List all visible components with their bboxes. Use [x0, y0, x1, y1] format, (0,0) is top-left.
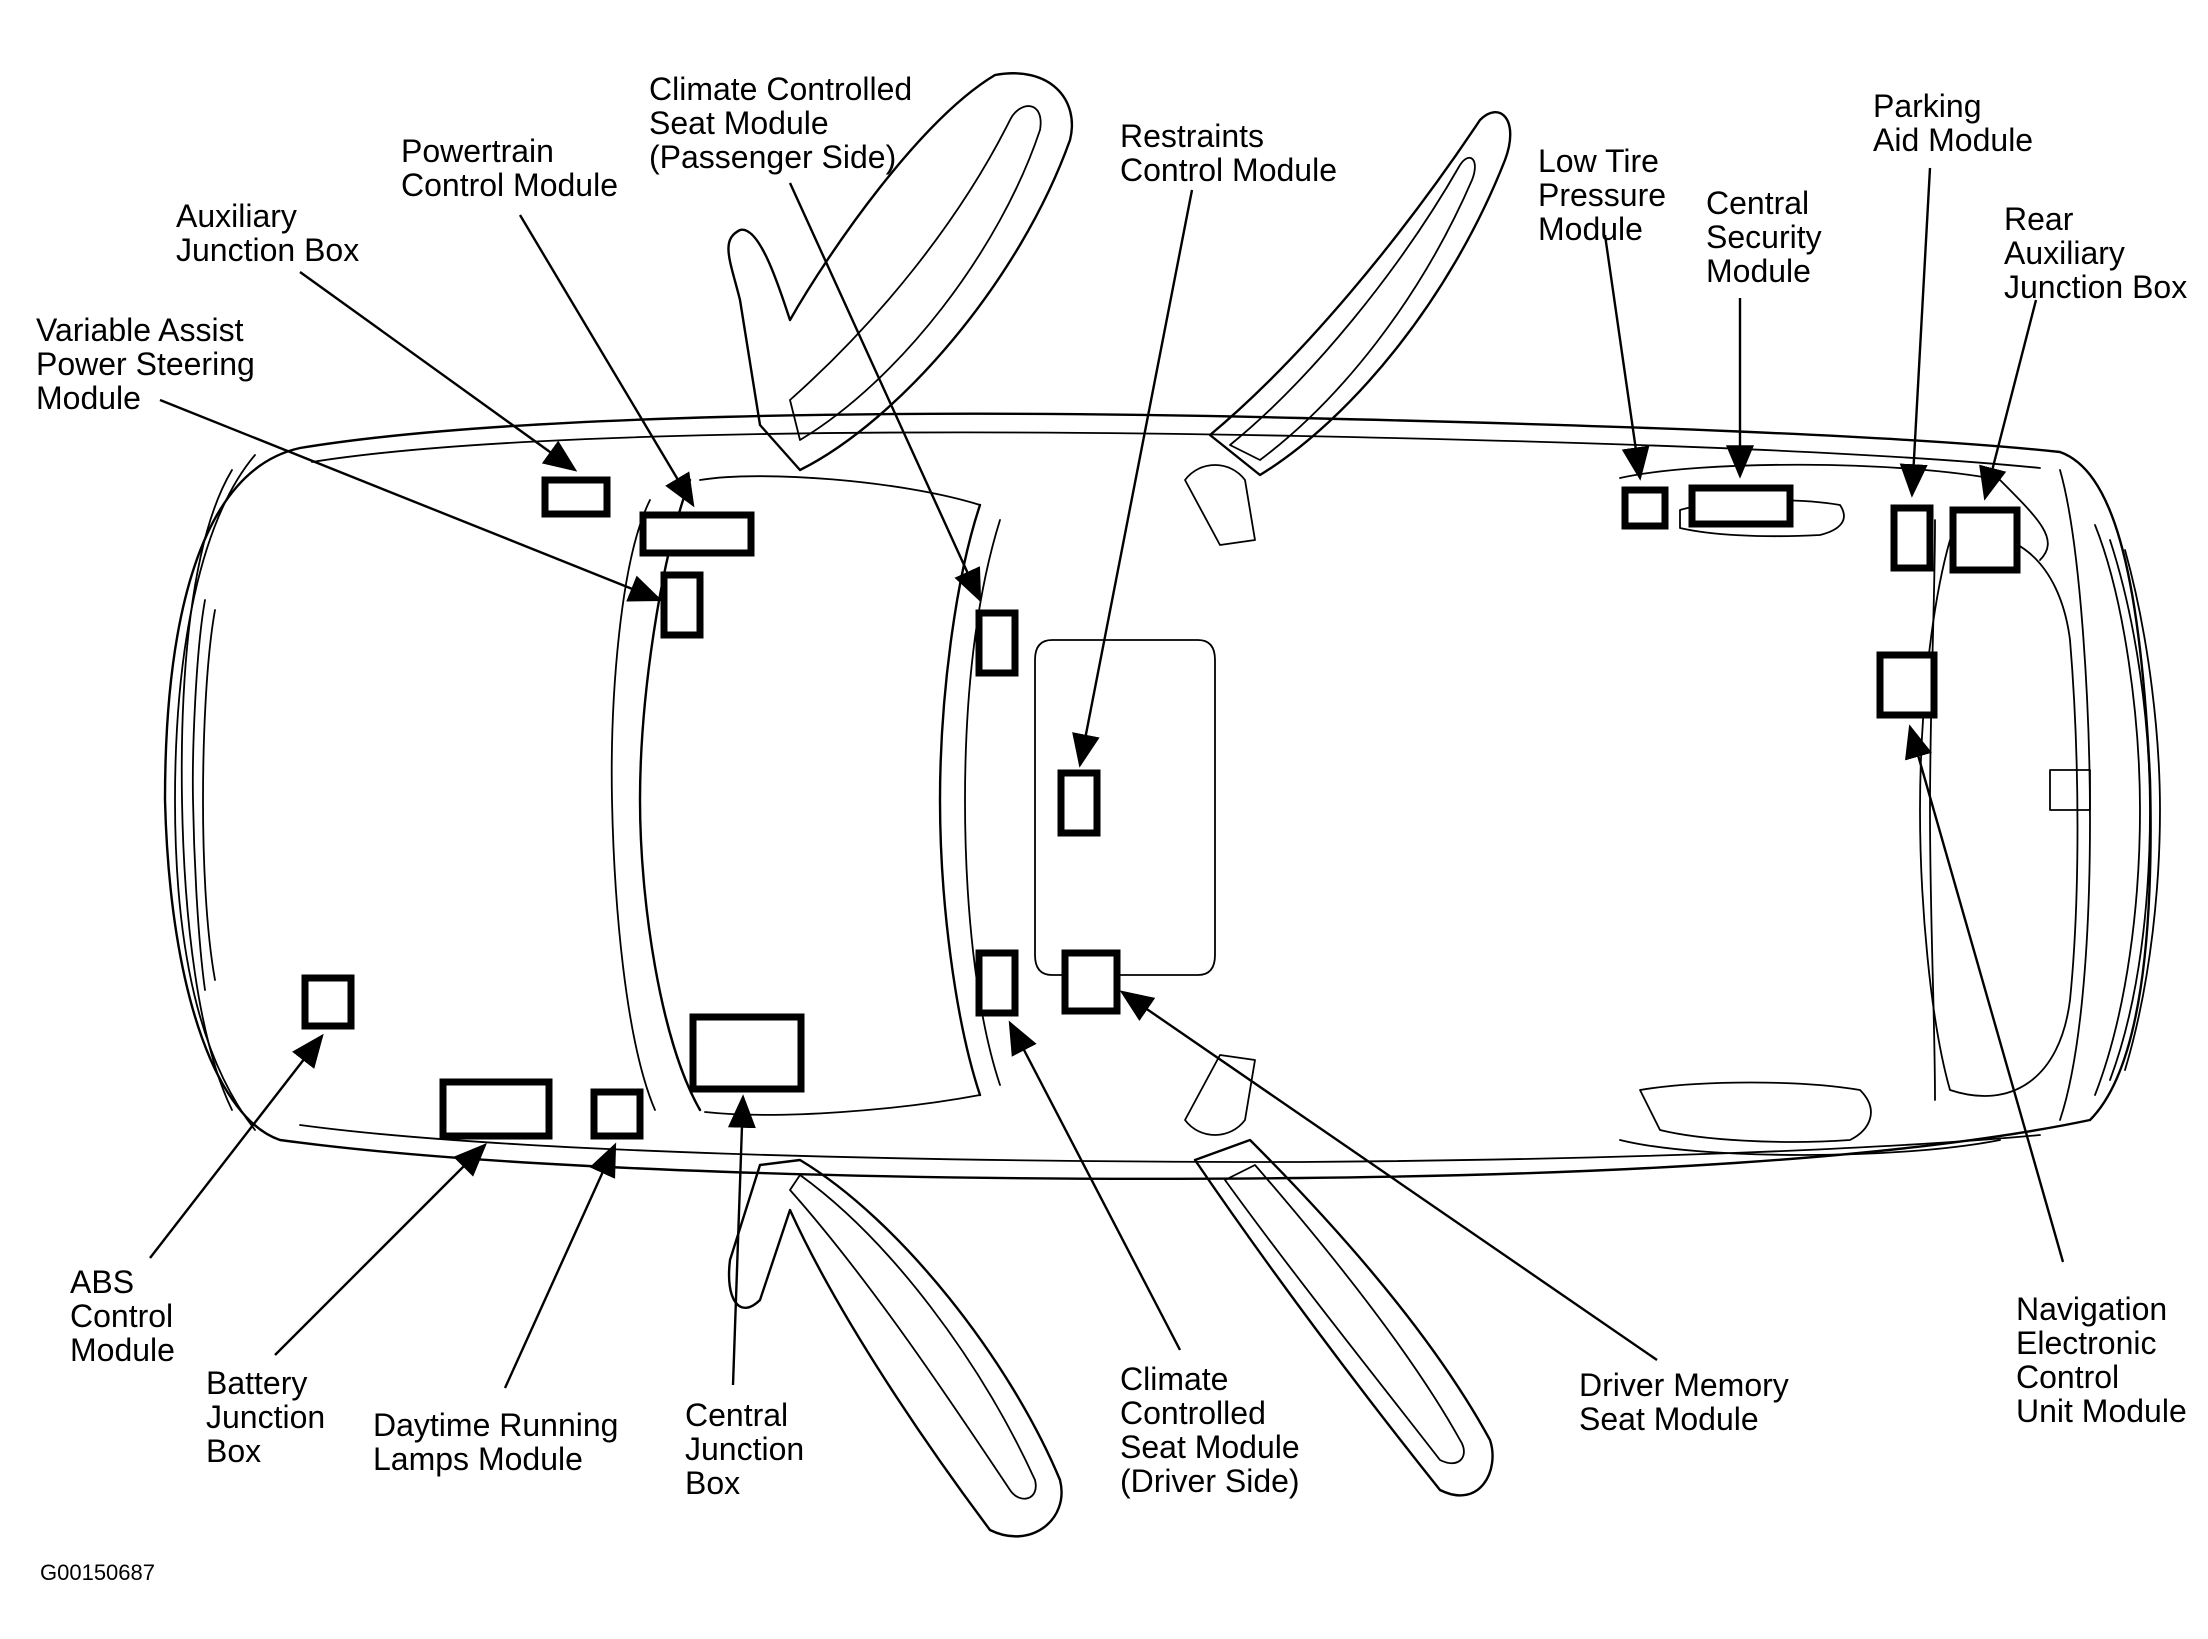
module-climate-passenger — [975, 609, 1019, 677]
label-central-jb: Central Junction Box — [685, 1397, 805, 1501]
label-rear-aux-jb: Rear Auxiliary Junction Box — [2004, 201, 2188, 305]
module-climate-driver — [975, 949, 1019, 1017]
module-powertrain — [639, 511, 755, 557]
open-doors — [727, 72, 1512, 1538]
module-low-tire — [1621, 486, 1669, 530]
module-vaps — [660, 571, 704, 639]
figure-code: G00150687 — [40, 1560, 155, 1585]
label-navigation: Navigation Electronic Control Unit Modul… — [2016, 1291, 2187, 1429]
module-central-security — [1688, 484, 1794, 528]
label-auxiliary-jb: Auxiliary Junction Box — [176, 198, 360, 268]
module-drl — [590, 1088, 644, 1140]
label-central-security: Central Security Module — [1706, 185, 1822, 289]
label-battery-jb: Battery Junction Box — [206, 1365, 326, 1469]
label-restraints: Restraints Control Module — [1120, 118, 1337, 188]
label-driver-memory: Driver Memory Seat Module — [1579, 1367, 1789, 1437]
module-battery-jb — [439, 1078, 553, 1140]
label-drl: Daytime Running Lamps Module — [373, 1407, 619, 1477]
module-central-jb — [689, 1013, 805, 1093]
label-parking-aid: Parking Aid Module — [1873, 88, 2034, 158]
module-auxiliary-junction-box — [541, 476, 611, 518]
leader-lines — [149, 167, 2065, 1389]
module-parking-aid — [1890, 504, 1934, 572]
vehicle-outline — [163, 412, 2161, 1180]
label-climate-driver: Climate Controlled Seat Module (Driver S… — [1120, 1361, 1300, 1499]
module-abs — [301, 974, 355, 1030]
label-powertrain: Powertrain Control Module — [401, 133, 618, 203]
label-climate-passenger: Climate Controlled Seat Module (Passenge… — [649, 71, 913, 175]
module-restraints — [1057, 769, 1101, 837]
module-navigation — [1876, 651, 1938, 719]
module-rear-aux-jb — [1949, 506, 2021, 574]
label-vaps: Variable Assist Power Steering Module — [36, 312, 255, 416]
module-driver-memory — [1061, 949, 1121, 1015]
label-low-tire: Low Tire Pressure Module — [1538, 143, 1667, 247]
label-abs: ABS Control Module — [70, 1264, 175, 1368]
modules — [301, 476, 2021, 1140]
